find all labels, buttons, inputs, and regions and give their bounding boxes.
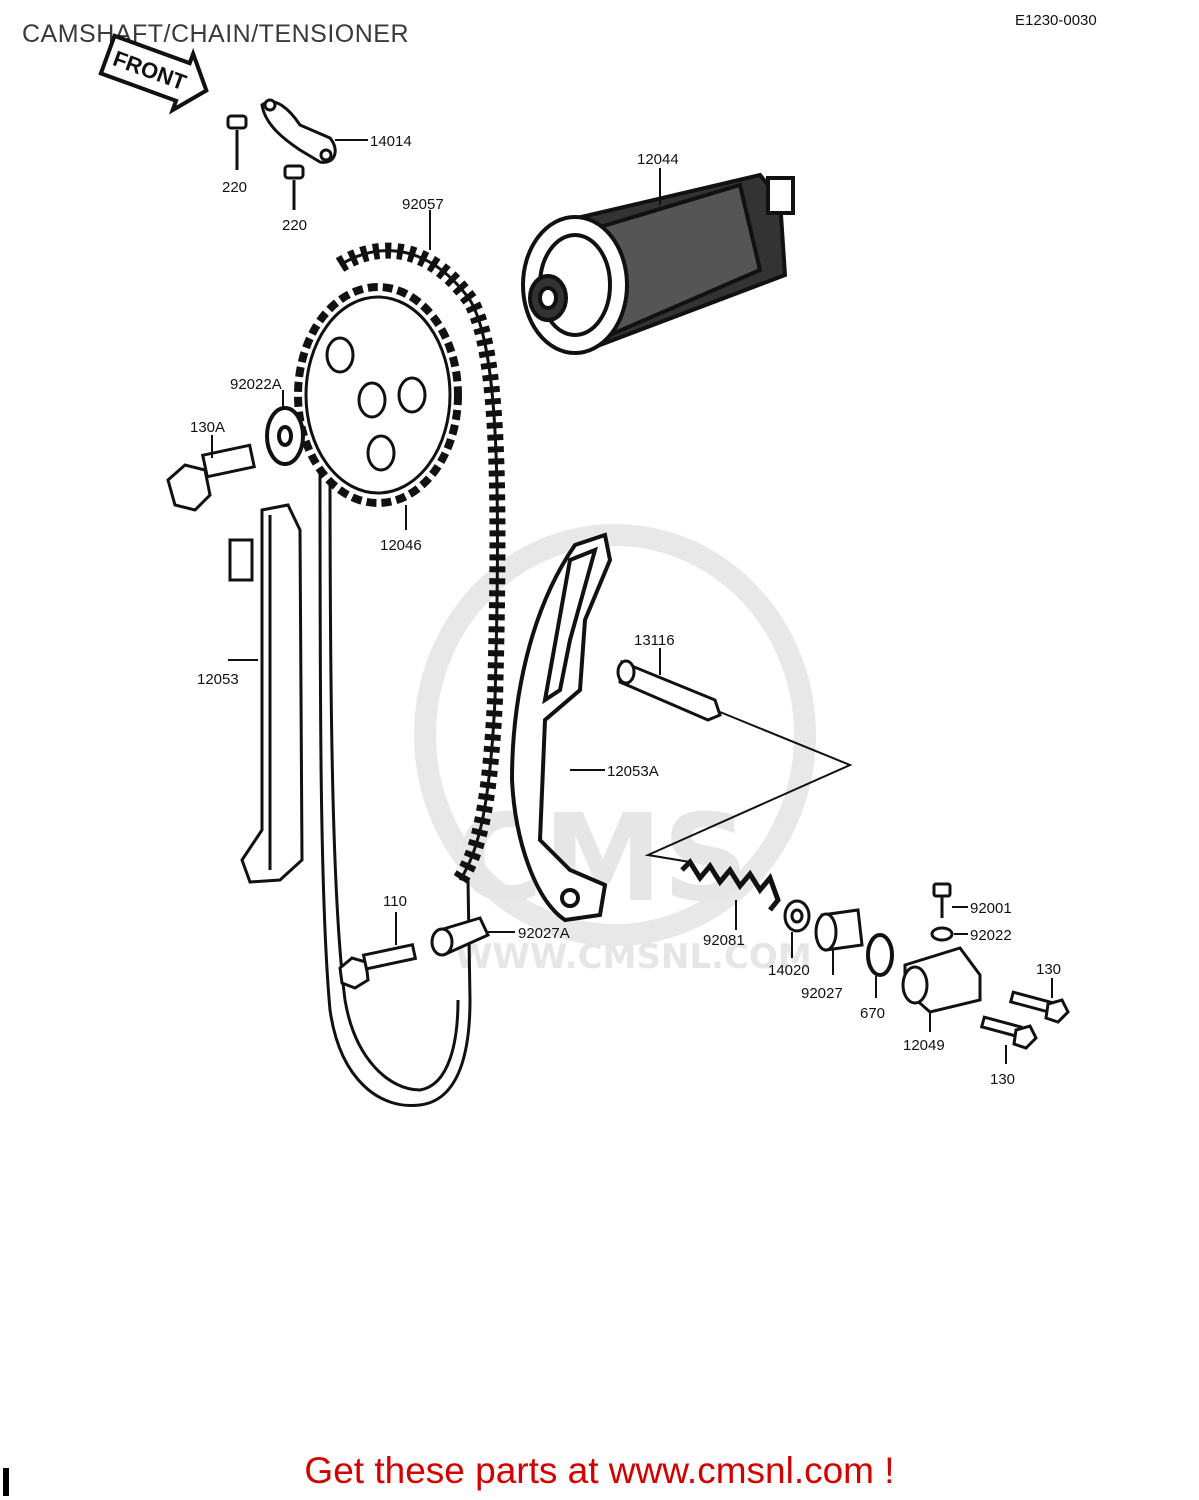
watermark-url: WWW.CMSNL.COM [455, 937, 812, 977]
part-label-12049: 12049 [903, 1037, 945, 1054]
part-92022A-washer [265, 406, 305, 466]
part-92027-collar [814, 908, 864, 952]
part-label-13116: 13116 [634, 632, 675, 649]
part-12046-sprocket [294, 283, 462, 507]
part-130-bolt [979, 990, 1070, 1050]
part-12053A-arm [509, 532, 613, 923]
part-92057-chain [318, 242, 506, 1108]
part-92081-spring [680, 858, 781, 912]
part-label-14020: 14020 [768, 962, 810, 979]
front-arrow: FRONT [98, 33, 209, 115]
part-label-92001: 92001 [970, 900, 1012, 917]
part-label-92057: 92057 [402, 196, 444, 213]
part-14020-nut [783, 899, 811, 933]
part-label-92027A: 92027A [518, 925, 570, 942]
part-label-110: 110 [383, 893, 407, 910]
part-220-bolt [226, 114, 305, 210]
part-12049-body [901, 946, 982, 1014]
part-13116-pin [616, 659, 722, 722]
footer-mark [3, 1468, 9, 1496]
part-label-92027: 92027 [801, 985, 843, 1002]
part-label-92022: 92022 [970, 927, 1012, 944]
part-label-12053: 12053 [197, 671, 239, 688]
part-92022-washer [930, 926, 954, 942]
part-label-92081: 92081 [703, 932, 745, 949]
part-label-12046: 12046 [380, 537, 422, 554]
part-12053-guide [228, 503, 304, 884]
assembly-leader-line [644, 711, 853, 863]
part-12044-camshaft [521, 172, 795, 355]
watermark-logo: CMS WWW.CMSNL.COM [414, 524, 816, 977]
part-label-14014: 14014 [370, 133, 412, 150]
part-14014-bracket [260, 98, 337, 164]
part-label-670: 670 [860, 1005, 885, 1022]
part-92027A-collar [430, 916, 491, 957]
part-label-130a: 130 [1036, 961, 1061, 978]
part-label-12053A: 12053A [607, 763, 659, 780]
part-130A-bolt [166, 443, 257, 512]
part-label-220b: 220 [282, 217, 307, 234]
part-92001-bolt [932, 882, 952, 918]
part-label-130A: 130A [190, 419, 225, 436]
footer-link[interactable]: Get these parts at www.cmsnl.com ! [304, 1450, 895, 1491]
part-670-oring [866, 933, 894, 977]
diagram-code: E1230-0030 [1015, 12, 1097, 29]
diagram-title: CAMSHAFT/CHAIN/TENSIONER [22, 20, 410, 48]
part-label-130b: 130 [990, 1071, 1015, 1088]
part-label-220a: 220 [222, 179, 247, 196]
part-label-12044: 12044 [637, 151, 679, 168]
part-110-bolt [338, 942, 418, 990]
part-label-92022A: 92022A [230, 376, 282, 393]
